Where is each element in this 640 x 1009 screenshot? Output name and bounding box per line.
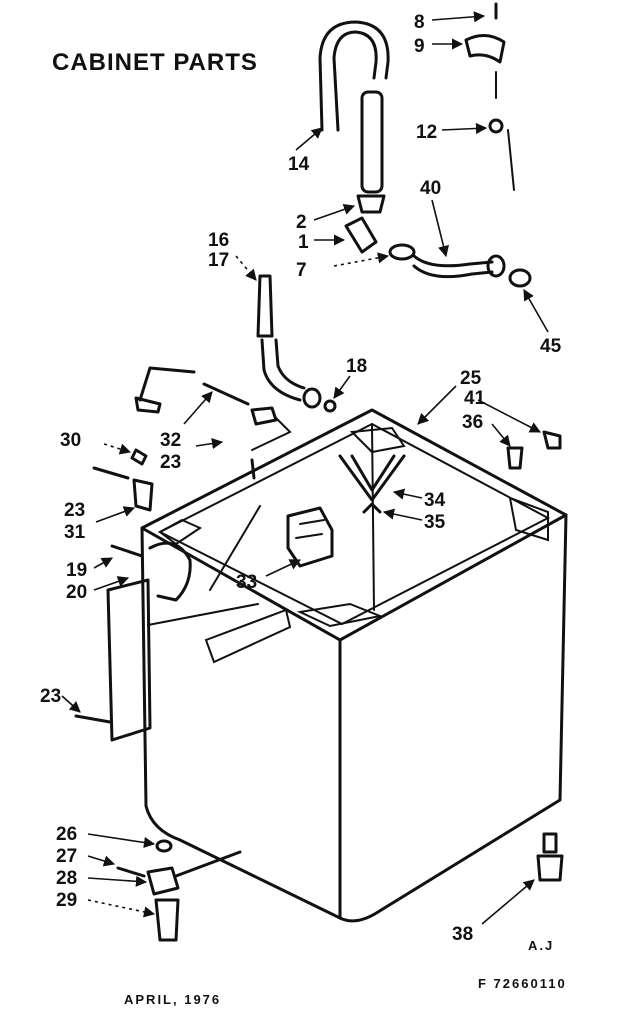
drawing-date: APRIL, 1976 <box>124 992 221 1007</box>
leveling-legs <box>116 832 564 942</box>
callout-34: 34 <box>424 490 446 511</box>
page-title: CABINET PARTS <box>52 49 258 76</box>
callout-29: 29 <box>56 890 77 911</box>
callout-19: 19 <box>66 560 87 581</box>
callout-35: 35 <box>424 512 446 533</box>
wiring-harness <box>134 366 292 451</box>
callout-31: 31 <box>64 522 86 543</box>
callout-40: 40 <box>420 178 441 199</box>
callout-25: 25 <box>460 368 482 389</box>
callout-41: 41 <box>464 388 486 409</box>
callout-7: 7 <box>296 260 307 281</box>
callout-labels: 8 9 12 14 40 2 1 7 45 16 17 18 25 41 36 … <box>40 12 562 945</box>
callout-28: 28 <box>56 868 77 889</box>
callout-17: 17 <box>208 250 229 271</box>
callout-1: 1 <box>298 232 309 253</box>
callout-14: 14 <box>288 154 310 175</box>
left-hardware <box>74 448 192 742</box>
callout-38: 38 <box>452 924 473 945</box>
callout-23-left: 23 <box>64 500 85 521</box>
callout-8: 8 <box>414 12 425 33</box>
drawing-number: F 72660110 <box>478 976 567 991</box>
callout-26: 26 <box>56 824 77 845</box>
callout-16: 16 <box>208 230 229 251</box>
callout-18: 18 <box>346 356 367 377</box>
inlet-hose-assembly <box>250 274 337 480</box>
callout-20: 20 <box>66 582 87 603</box>
cabinet-body <box>140 408 568 923</box>
drain-hose-assembly <box>318 20 532 288</box>
callout-2: 2 <box>296 212 307 233</box>
callout-32: 32 <box>160 430 181 451</box>
callout-33: 33 <box>236 572 257 593</box>
callout-9: 9 <box>414 36 425 57</box>
leader-lines <box>61 11 549 925</box>
callout-23-lower: 23 <box>40 686 61 707</box>
callout-30: 30 <box>60 430 81 451</box>
suspension-spring <box>338 454 406 514</box>
hose-clamp-assembly <box>464 2 515 191</box>
drafter-initials: A.J <box>528 938 554 953</box>
callout-45: 45 <box>540 336 562 357</box>
callout-36: 36 <box>462 412 483 433</box>
rim-hardware <box>506 430 562 470</box>
timer-switch <box>209 505 334 591</box>
callout-12: 12 <box>416 122 437 143</box>
callout-23-upper: 23 <box>160 452 181 473</box>
callout-27: 27 <box>56 846 77 867</box>
